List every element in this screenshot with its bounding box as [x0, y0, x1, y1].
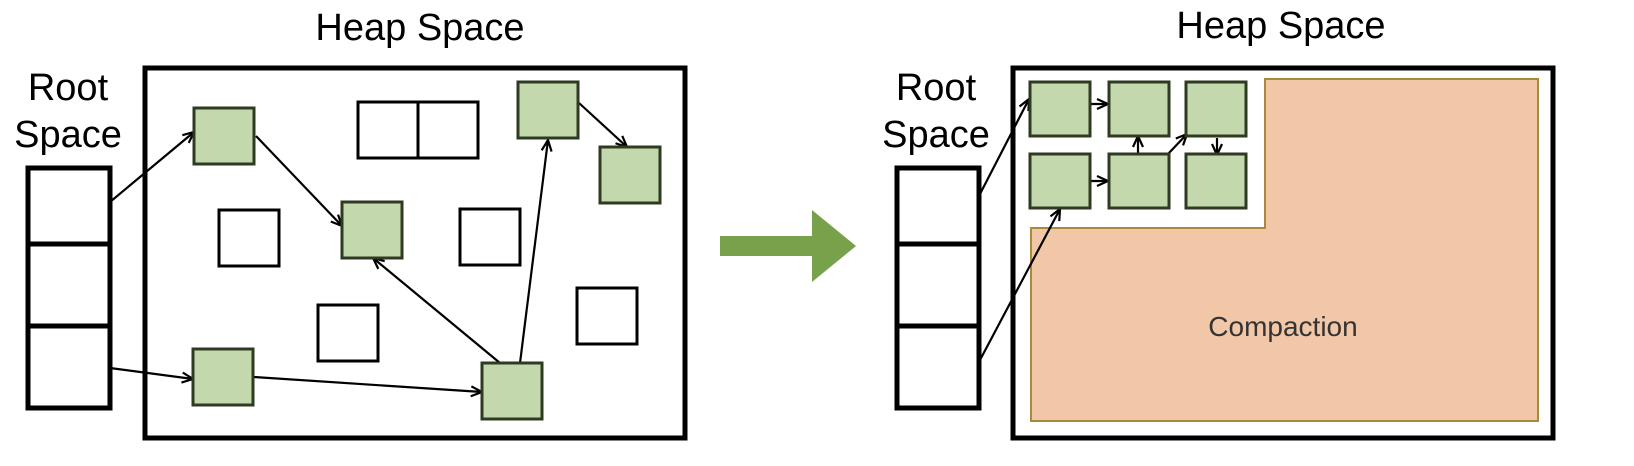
live-object	[1028, 80, 1092, 138]
root-space-label-line2-right: Space	[882, 114, 990, 156]
dead-object	[458, 207, 522, 267]
live-object	[598, 145, 662, 205]
dead-object	[416, 100, 480, 160]
live-object	[1107, 152, 1171, 210]
references-right	[979, 99, 1217, 361]
transition-arrow-icon	[720, 210, 856, 282]
reference-arrow	[518, 140, 548, 364]
reference-arrow	[373, 258, 501, 364]
dead-objects-left	[217, 100, 639, 363]
live-object	[340, 200, 404, 260]
root-slot	[25, 241, 113, 329]
live-object	[516, 80, 580, 140]
root-slot	[894, 241, 982, 329]
root-space-label-line1-left: Root	[28, 67, 109, 109]
reference-arrow	[253, 375, 482, 392]
live-object	[191, 347, 255, 407]
reference-arrow	[1167, 134, 1187, 155]
compaction-label: Compaction	[1208, 311, 1357, 342]
dead-object	[356, 100, 420, 160]
root-space-label-line2-left: Space	[14, 114, 122, 156]
live-object	[1028, 152, 1092, 210]
reference-arrow	[109, 132, 194, 203]
heap-space-title-left: Heap Space	[315, 7, 524, 49]
compaction-region	[1030, 78, 1539, 422]
root-space-label-line1-right: Root	[896, 67, 977, 109]
live-object	[192, 106, 256, 166]
live-objects-right	[1028, 80, 1248, 210]
reference-arrow	[979, 99, 1029, 195]
before-panel: Heap Space Root Space	[14, 7, 688, 441]
after-panel: Heap Space Root Space Compaction	[882, 5, 1556, 441]
live-object	[480, 361, 544, 421]
reference-arrow	[109, 366, 193, 379]
live-objects-left	[191, 80, 662, 421]
live-object	[1107, 80, 1171, 138]
root-set-stack-right	[894, 165, 982, 411]
dead-object	[217, 208, 281, 268]
reference-arrow	[578, 102, 627, 147]
root-slot	[894, 165, 982, 247]
dead-object	[575, 286, 639, 346]
reference-arrow	[255, 135, 342, 226]
reference-arrow	[979, 209, 1060, 361]
root-slot	[894, 323, 982, 411]
root-set-stack-left	[25, 165, 113, 411]
heap-space-title-right: Heap Space	[1176, 5, 1385, 47]
references-left	[109, 102, 627, 392]
root-slot	[25, 165, 113, 247]
live-object	[1184, 80, 1248, 138]
root-slot	[25, 323, 113, 411]
live-object	[1184, 152, 1248, 210]
dead-object	[316, 303, 380, 363]
